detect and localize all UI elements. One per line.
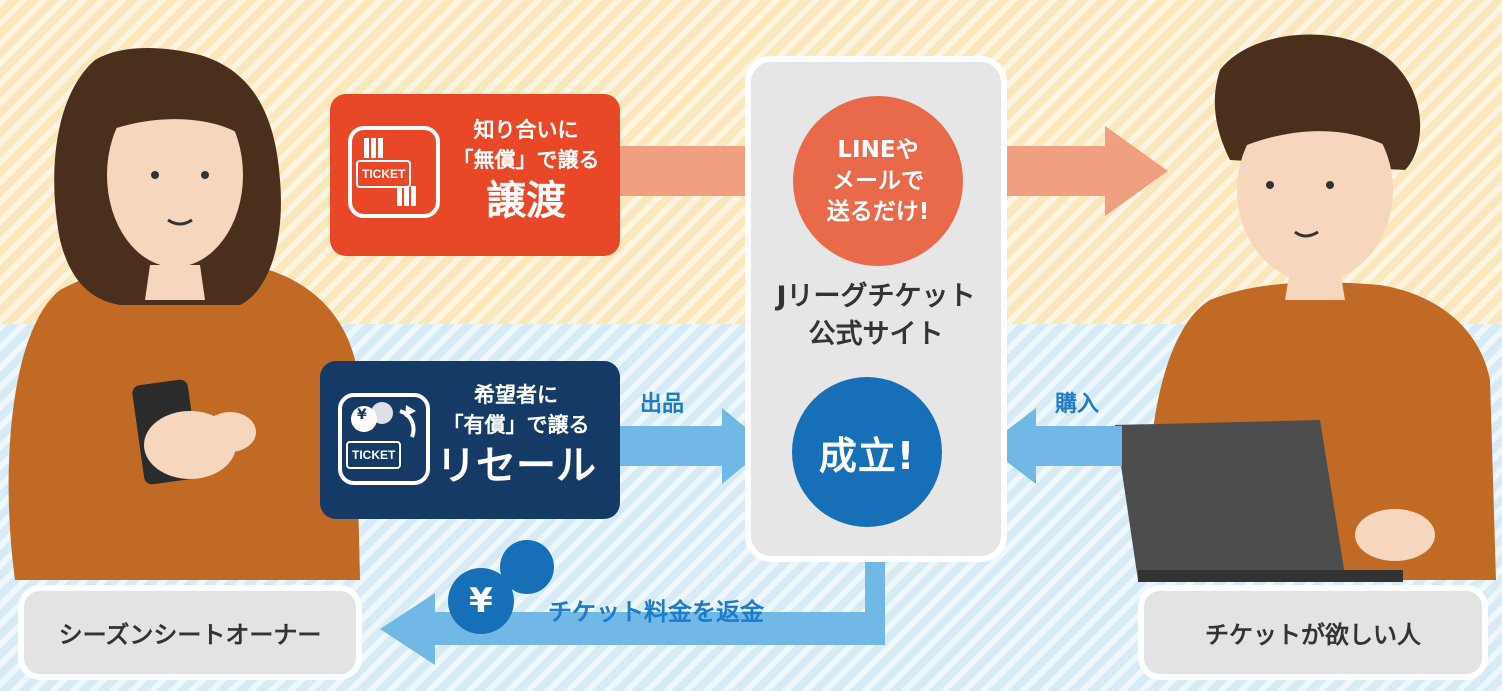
owner-role-box: シーズンシートオーナー [18, 585, 362, 680]
ticket-coin-icon: TICKET ¥ [338, 393, 430, 485]
success-label: 成立! [818, 433, 916, 478]
line-mail-line1: LINEや [837, 136, 919, 163]
ticket-tag-resale: TICKET [346, 441, 402, 469]
transfer-title: 譲渡 [486, 178, 566, 224]
official-site-label: Jリーグチケット 公式サイト [750, 278, 1002, 354]
transfer-line1: 知り合いに [473, 118, 579, 142]
resale-title: リセール [436, 443, 596, 489]
buy-arrow [986, 408, 1122, 484]
site-label-line2: 公式サイト [808, 319, 944, 350]
refund-label: チケット料金を返金 [548, 598, 764, 626]
ticket-hand-icon: TICKET [348, 126, 440, 218]
yen-coin-icon: ¥ [448, 568, 514, 634]
transfer-card: TICKET 知り合いに 「無償」で譲る 譲渡 [330, 94, 620, 256]
owner-illustration [8, 48, 360, 580]
site-label-line1: Jリーグチケット [776, 281, 976, 312]
ticket-hand-icon-graphic [364, 138, 416, 206]
resale-line2: 「有償」で譲る [442, 413, 590, 437]
line-mail-line2: メールで [832, 167, 924, 194]
resale-card: TICKET ¥ 希望者に 「有償」で譲る リセール [320, 361, 620, 519]
transfer-line2: 「無償」で譲る [452, 148, 600, 172]
line-mail-circle: LINEや メールで 送るだけ! [793, 96, 963, 266]
line-mail-line3: 送るだけ! [826, 198, 930, 225]
success-circle: 成立! [792, 377, 942, 527]
resale-line1: 希望者に [474, 383, 558, 407]
yen-symbol-icon: ¥ [357, 407, 367, 423]
ticket-coin-icon-graphic [351, 402, 416, 438]
buy-label: 購入 [1055, 392, 1100, 417]
buyer-role-box: チケットが欲しい人 [1138, 585, 1488, 680]
ticket-tag-transfer: TICKET [356, 160, 412, 188]
buyer-role-label: チケットが欲しい人 [1205, 621, 1421, 649]
buyer-illustration [1115, 34, 1496, 582]
owner-role-label: シーズンシートオーナー [58, 621, 322, 649]
refund-arrow [380, 525, 885, 665]
list-label: 出品 [640, 392, 685, 417]
